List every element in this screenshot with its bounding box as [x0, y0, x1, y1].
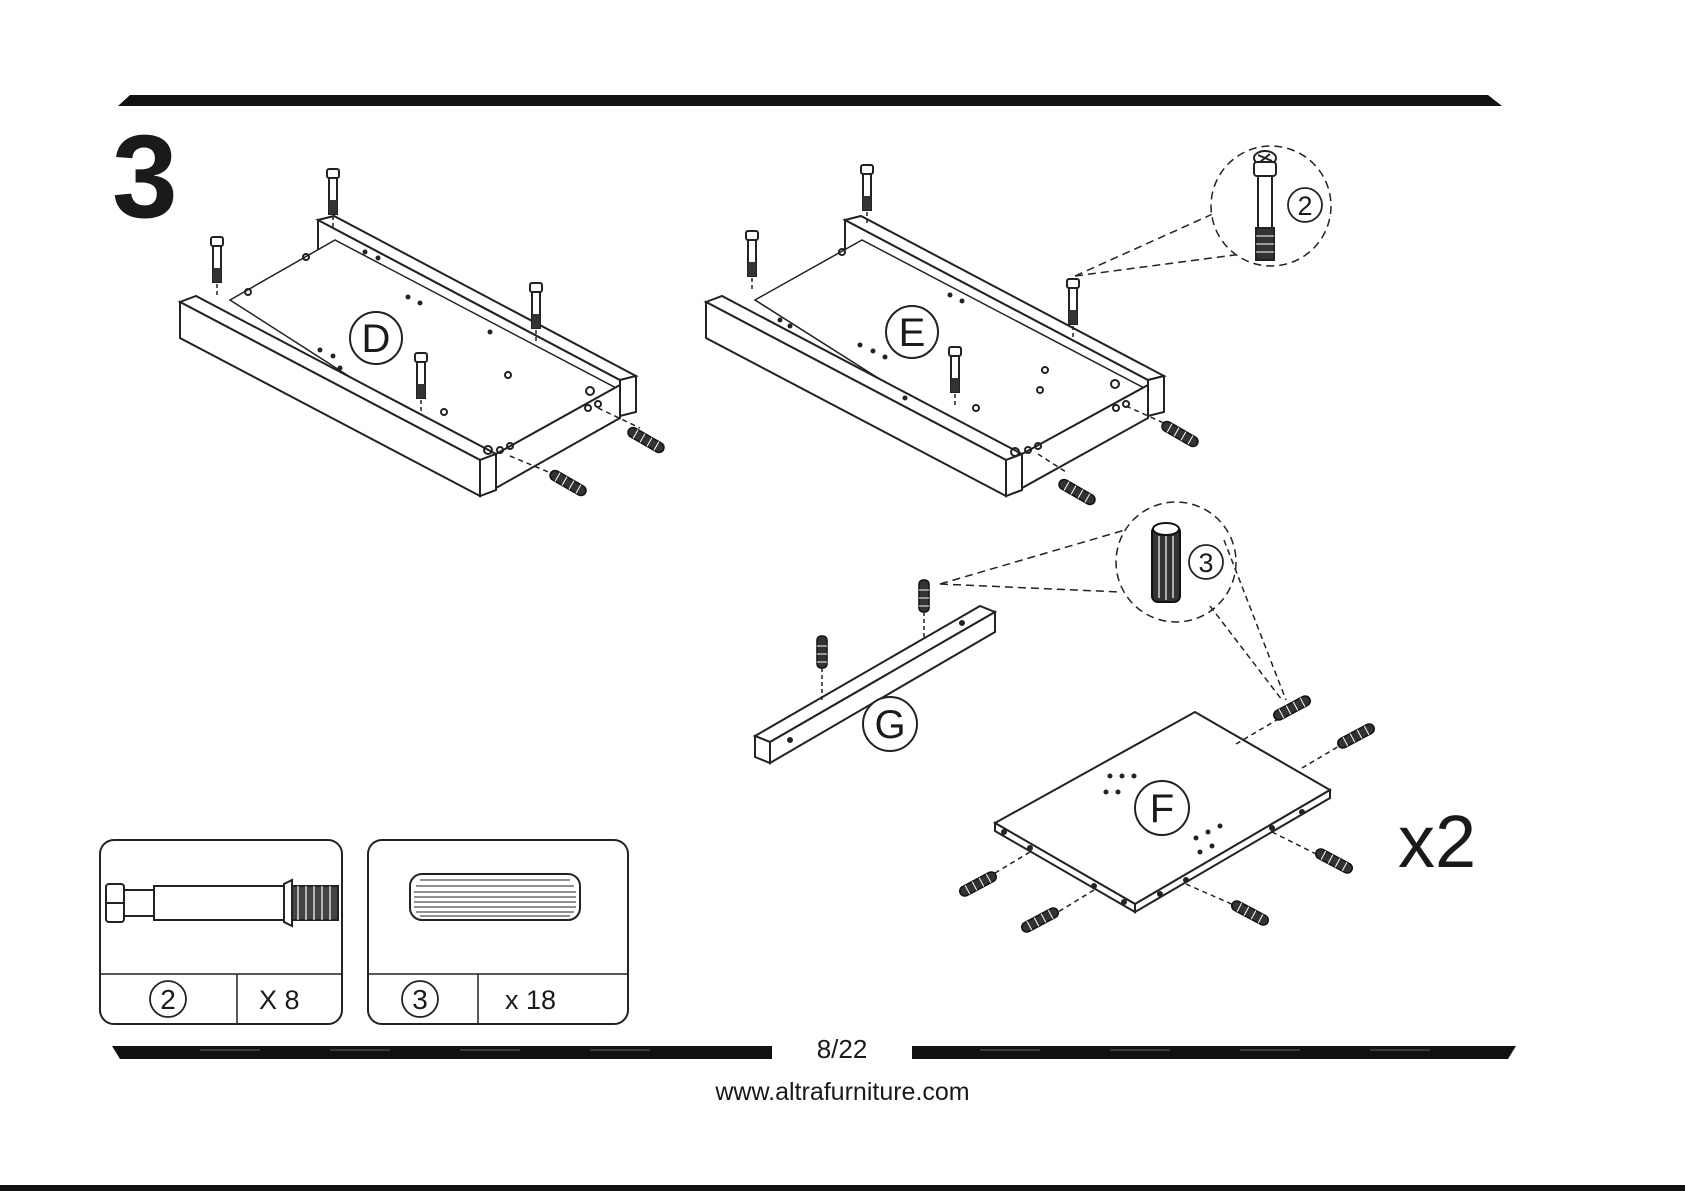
panel-e-assembly — [706, 216, 1164, 496]
svg-text:E: E — [899, 311, 926, 355]
panel-f-label: F — [1135, 781, 1189, 835]
cam-bolt-callout: 2 — [1075, 146, 1331, 276]
website-url[interactable]: www.altrafurniture.com — [580, 1080, 1105, 1105]
cam-bolt-icon — [1254, 151, 1276, 260]
part-number: 3 — [412, 984, 428, 1015]
svg-text:D: D — [362, 317, 391, 361]
panel-d-label: D — [350, 312, 402, 364]
part-number: 2 — [160, 984, 176, 1015]
rail-g-label: G — [863, 697, 917, 751]
part-quantity: X 8 — [259, 985, 300, 1015]
part-quantity: x 18 — [505, 985, 556, 1015]
panel-d-assembly — [180, 216, 636, 496]
top-header-bar — [118, 95, 1502, 106]
svg-text:G: G — [874, 703, 905, 747]
panel-e-label: E — [886, 306, 938, 358]
cam-bolt-callout-number: 2 — [1297, 191, 1312, 221]
bottom-edge-bar — [0, 1185, 1685, 1191]
dowel-callout-number: 3 — [1198, 548, 1213, 578]
parts-card-cam-bolt: 2 X 8 — [100, 840, 342, 1024]
page-number: 8/22 — [772, 1036, 912, 1062]
wood-dowel-icon — [410, 874, 580, 920]
parts-card-wood-dowel: 3 x 18 — [368, 840, 628, 1024]
dowel-callout: 3 — [940, 502, 1286, 700]
step-number: 3 — [112, 118, 176, 236]
svg-text:F: F — [1150, 787, 1174, 831]
assembly-multiplier: x2 — [1398, 805, 1476, 879]
wood-dowel-icon — [1152, 523, 1180, 602]
